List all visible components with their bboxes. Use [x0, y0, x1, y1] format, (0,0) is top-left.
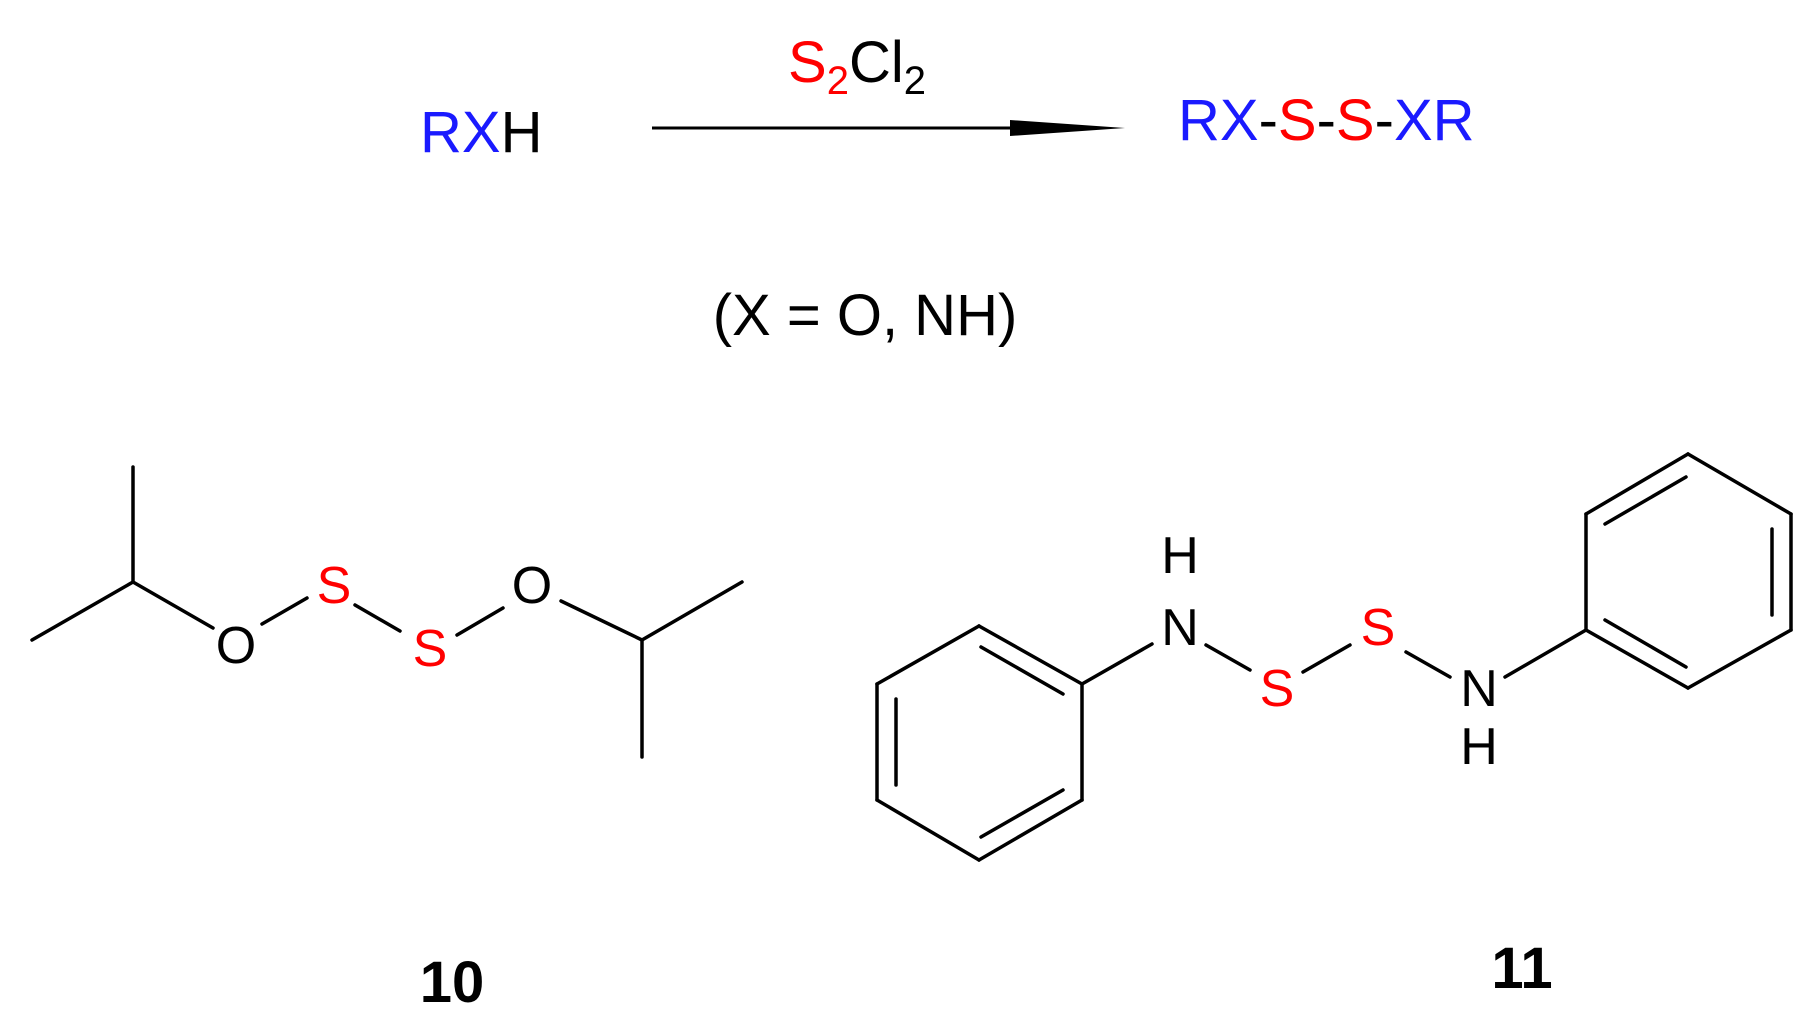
reaction-arrow	[652, 120, 1125, 136]
reagent-chlorine: Cl	[849, 30, 904, 95]
bond	[260, 596, 309, 626]
reactant-h: H	[501, 100, 543, 165]
reagent-sulfur: S	[788, 30, 827, 95]
bond	[979, 788, 1065, 839]
phenyl-ring-right	[1584, 452, 1793, 690]
bond	[1404, 650, 1452, 679]
bond	[977, 798, 1084, 862]
compound-10-oxygen-2: O	[512, 557, 552, 615]
condition-label: (X = O, NH)	[713, 283, 1018, 348]
bond	[875, 624, 981, 686]
compound-11-nitrogen-1: N	[1161, 599, 1199, 657]
phenyl-ring-left	[875, 624, 1084, 862]
reactant-label: RXH	[420, 100, 542, 165]
bond	[1503, 628, 1588, 679]
bond	[455, 606, 505, 637]
reactant-rx: RX	[420, 100, 501, 165]
bond	[977, 624, 1084, 686]
compound-11-label: 11	[1491, 936, 1552, 1001]
compound-10-sulfur-2: S	[413, 620, 448, 678]
product-s1: S	[1278, 88, 1317, 153]
compound-10-sulfur-1: S	[317, 557, 352, 615]
bond	[131, 580, 215, 630]
reagent-chlorine-subscript: 2	[904, 59, 926, 103]
product-dash-1: -	[1259, 88, 1278, 153]
compound-10-structure: O S S O	[30, 465, 744, 759]
bond	[1686, 452, 1793, 516]
bond	[875, 798, 981, 862]
bond	[979, 645, 1065, 696]
bond	[1301, 643, 1352, 674]
compound-10-label: 10	[420, 950, 485, 1014]
bond	[1080, 642, 1154, 686]
compound-10-oxygen-1: O	[216, 617, 256, 675]
bond	[1603, 618, 1688, 669]
bond	[640, 580, 744, 642]
product-rx: RX	[1178, 88, 1259, 153]
bond	[1686, 628, 1793, 690]
product-label: RX-S-S-XR	[1178, 88, 1475, 153]
bond	[1584, 628, 1690, 690]
compound-11-hydrogen-1: H	[1161, 527, 1199, 585]
product-dash-2: -	[1317, 88, 1336, 153]
compound-11-nitrogen-2: N	[1460, 660, 1498, 718]
bond	[30, 580, 135, 642]
bond	[559, 599, 644, 642]
bond	[1603, 475, 1688, 526]
bond	[353, 603, 402, 633]
reagent-sulfur-subscript: 2	[827, 59, 849, 103]
bond	[1584, 452, 1690, 516]
compound-11-sulfur-1: S	[1260, 660, 1295, 718]
compound-11-hydrogen-2: H	[1460, 718, 1498, 776]
product-xr: XR	[1394, 88, 1475, 153]
compound-11-structure: H N S S N H	[875, 452, 1793, 862]
product-dash-3: -	[1375, 88, 1394, 153]
product-s2: S	[1336, 88, 1375, 153]
reagent-label: S2Cl2	[788, 30, 926, 103]
bond	[1204, 643, 1252, 672]
compound-11-sulfur-2: S	[1361, 599, 1396, 657]
